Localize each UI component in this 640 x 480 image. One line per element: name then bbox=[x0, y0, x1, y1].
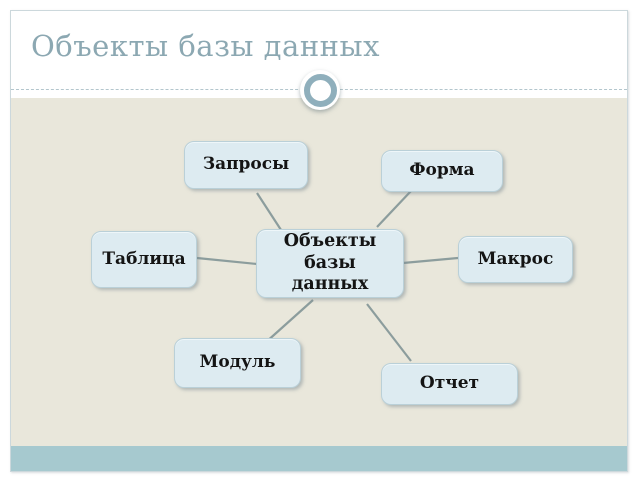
node-label: Модуль bbox=[199, 352, 276, 373]
diagram-node-center: Объекты базы данных bbox=[256, 229, 404, 298]
diagram-node-modul: Модуль bbox=[174, 338, 301, 388]
diagram-node-otchet: Отчет bbox=[381, 363, 518, 405]
node-label: Таблица bbox=[102, 248, 186, 269]
slide-title: Объекты базы данных bbox=[31, 29, 380, 63]
node-label: Объекты базы данных bbox=[283, 230, 377, 295]
footer-band bbox=[11, 446, 627, 471]
node-label: Форма bbox=[409, 160, 475, 181]
diagram-node-forma: Форма bbox=[381, 150, 503, 192]
node-label: Запросы bbox=[202, 154, 290, 175]
diagram-node-makros: Макрос bbox=[458, 236, 573, 283]
divider-circle-ornament bbox=[300, 70, 340, 110]
circle-ring-icon bbox=[303, 73, 337, 107]
node-label: Отчет bbox=[419, 373, 480, 394]
diagram-node-zaprosy: Запросы bbox=[184, 141, 308, 189]
slide: Объекты базы данных Запросы Форма Таблиц… bbox=[10, 10, 628, 472]
node-label: Макрос bbox=[477, 248, 554, 269]
diagram-node-tablica: Таблица bbox=[91, 231, 197, 288]
